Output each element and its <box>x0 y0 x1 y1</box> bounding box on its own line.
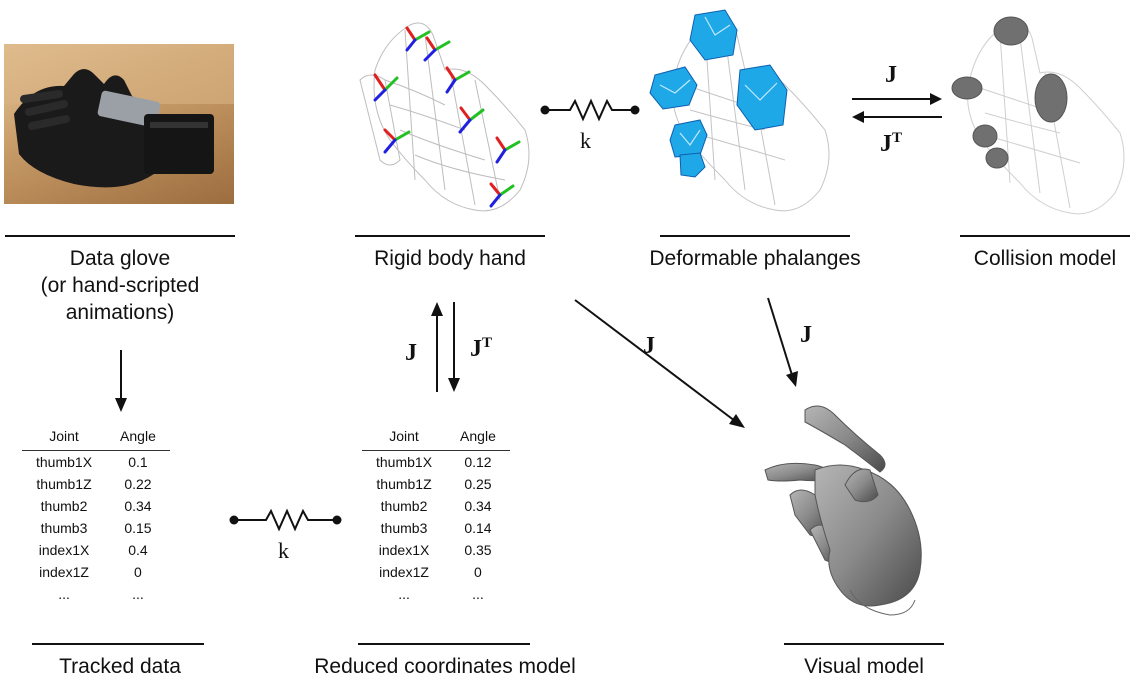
jacobian-label-rigid-visual: J <box>643 333 655 359</box>
arrow-deformable-to-visual <box>767 297 798 387</box>
glove-illustration <box>4 44 234 188</box>
arrow-rigid-to-visual <box>574 299 745 428</box>
reduced-col-joint: Joint <box>362 428 447 451</box>
jacobian-transpose-label-top-right: JT <box>880 130 903 157</box>
caption-deformable-phalanges: Deformable phalanges <box>649 247 861 270</box>
collision-model-image <box>951 16 1125 215</box>
rule-data-glove <box>5 235 235 237</box>
table-row: ...... <box>58 586 144 602</box>
spring-constant-top: k <box>580 128 591 153</box>
caption-tracked-data: Tracked data <box>59 655 181 678</box>
arrow-down-to-reduced <box>448 302 460 392</box>
caption-data-glove-line-1: Data glove <box>69 247 171 270</box>
rule-visual-model <box>784 643 944 645</box>
jacobian-label-top-right: J <box>885 62 897 88</box>
rule-collision-model <box>960 235 1130 237</box>
caption-data-glove: Data glove (or hand-scripted animations) <box>5 245 235 326</box>
jacobian-transpose-label-vertical: JT <box>470 335 493 362</box>
caption-collision-model: Collision model <box>973 247 1117 270</box>
tracked-col-angle: Angle <box>106 428 170 451</box>
caption-data-glove-line-3: animations) <box>65 301 175 324</box>
rule-rigid-body-hand <box>355 235 545 237</box>
rule-reduced-coordinates-model <box>358 643 530 645</box>
reduced-col-angle: Angle <box>446 428 510 451</box>
table-row: ...... <box>398 586 484 602</box>
spring-constant-bottom: k <box>278 538 289 563</box>
jacobian-label-deformable-visual: J <box>800 322 812 348</box>
spring-rigid-deformable <box>540 98 640 122</box>
caption-rigid-body-hand: Rigid body hand <box>374 247 526 270</box>
rule-tracked-data <box>32 643 204 645</box>
caption-visual-model: Visual model <box>804 655 924 678</box>
arrow-left-from-collision <box>852 111 942 123</box>
rigid-body-hand-image <box>359 22 530 212</box>
deformable-phalanges-image <box>649 9 830 212</box>
arrow-right-to-collision <box>852 93 942 105</box>
arrow-glove-to-tracked <box>115 350 127 412</box>
caption-data-glove-line-2: (or hand-scripted <box>40 274 200 297</box>
jacobian-label-vertical: J <box>405 340 417 366</box>
spring-tracked-reduced <box>229 508 342 532</box>
arrow-up-to-rigid <box>431 302 443 392</box>
tracked-col-joint: Joint <box>22 428 107 451</box>
rule-deformable-phalanges <box>660 235 850 237</box>
visual-model-image <box>764 405 922 616</box>
data-glove-photo <box>4 44 234 204</box>
caption-reduced-coordinates-model: Reduced coordinates model <box>314 655 576 678</box>
